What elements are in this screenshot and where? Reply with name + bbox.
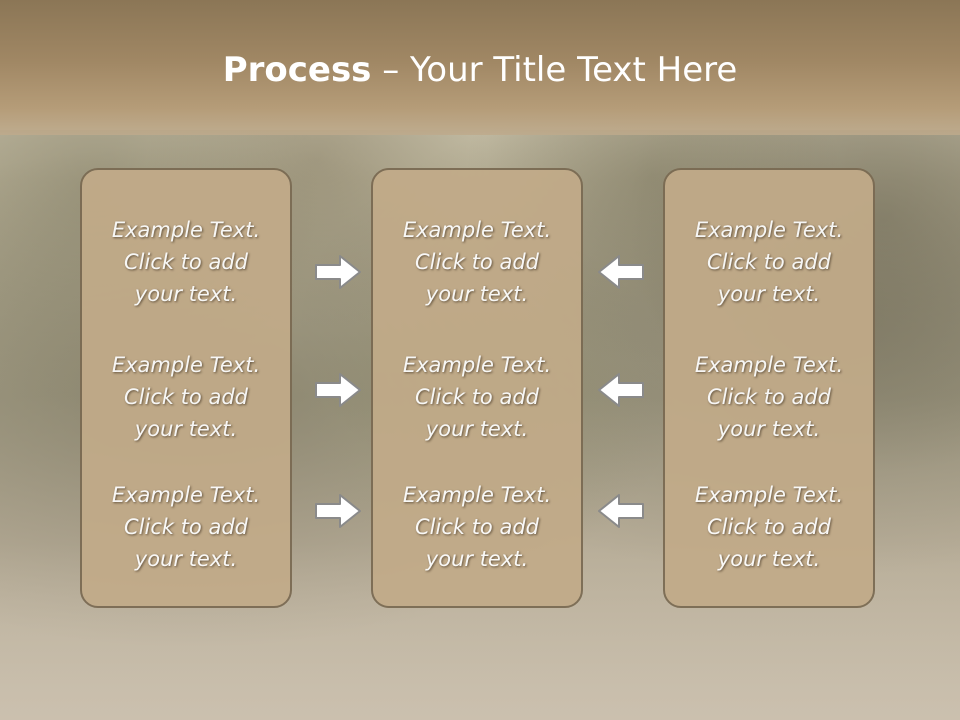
text-placeholder[interactable]: Example Text. Click to add your text.: [373, 214, 581, 310]
text-placeholder[interactable]: Example Text. Click to add your text.: [665, 349, 873, 445]
arrow-left-icon[interactable]: [597, 252, 645, 292]
text-line: Example Text.: [111, 218, 261, 242]
text-line: your text.: [134, 282, 238, 306]
text-line: your text.: [134, 547, 238, 571]
text-line: Click to add: [414, 250, 539, 274]
text-line: your text.: [717, 417, 821, 441]
text-line: your text.: [425, 282, 529, 306]
arrow-left-icon[interactable]: [597, 370, 645, 410]
text-line: Example Text.: [694, 218, 844, 242]
text-line: Example Text.: [111, 483, 261, 507]
arrow-right-icon[interactable]: [314, 252, 362, 292]
arrow-right-icon[interactable]: [314, 491, 362, 531]
text-placeholder[interactable]: Example Text. Click to add your text.: [82, 479, 290, 575]
text-line: Example Text.: [402, 218, 552, 242]
title-rest: – Your Title Text Here: [371, 50, 738, 90]
text-placeholder[interactable]: Example Text. Click to add your text.: [82, 349, 290, 445]
process-panel-center[interactable]: Example Text. Click to add your text. Ex…: [371, 168, 583, 608]
text-placeholder[interactable]: Example Text. Click to add your text.: [373, 479, 581, 575]
text-line: your text.: [717, 282, 821, 306]
slide-title[interactable]: Process – Your Title Text Here: [0, 50, 960, 90]
text-line: Click to add: [123, 385, 248, 409]
text-line: Click to add: [414, 515, 539, 539]
arrow-right-icon[interactable]: [314, 370, 362, 410]
text-line: Example Text.: [402, 353, 552, 377]
text-placeholder[interactable]: Example Text. Click to add your text.: [82, 214, 290, 310]
title-bold: Process: [222, 50, 372, 90]
text-line: your text.: [425, 547, 529, 571]
process-panel-right[interactable]: Example Text. Click to add your text. Ex…: [663, 168, 875, 608]
text-line: your text.: [717, 547, 821, 571]
text-placeholder[interactable]: Example Text. Click to add your text.: [665, 214, 873, 310]
text-placeholder[interactable]: Example Text. Click to add your text.: [665, 479, 873, 575]
text-line: your text.: [134, 417, 238, 441]
text-line: Click to add: [123, 250, 248, 274]
text-line: Example Text.: [694, 353, 844, 377]
text-line: Example Text.: [111, 353, 261, 377]
text-line: Click to add: [706, 250, 831, 274]
arrow-left-icon[interactable]: [597, 491, 645, 531]
text-line: Click to add: [706, 385, 831, 409]
title-bar: [0, 0, 960, 135]
text-line: Example Text.: [694, 483, 844, 507]
text-line: Example Text.: [402, 483, 552, 507]
text-line: Click to add: [414, 385, 539, 409]
process-panel-left[interactable]: Example Text. Click to add your text. Ex…: [80, 168, 292, 608]
text-placeholder[interactable]: Example Text. Click to add your text.: [373, 349, 581, 445]
text-line: your text.: [425, 417, 529, 441]
text-line: Click to add: [706, 515, 831, 539]
text-line: Click to add: [123, 515, 248, 539]
